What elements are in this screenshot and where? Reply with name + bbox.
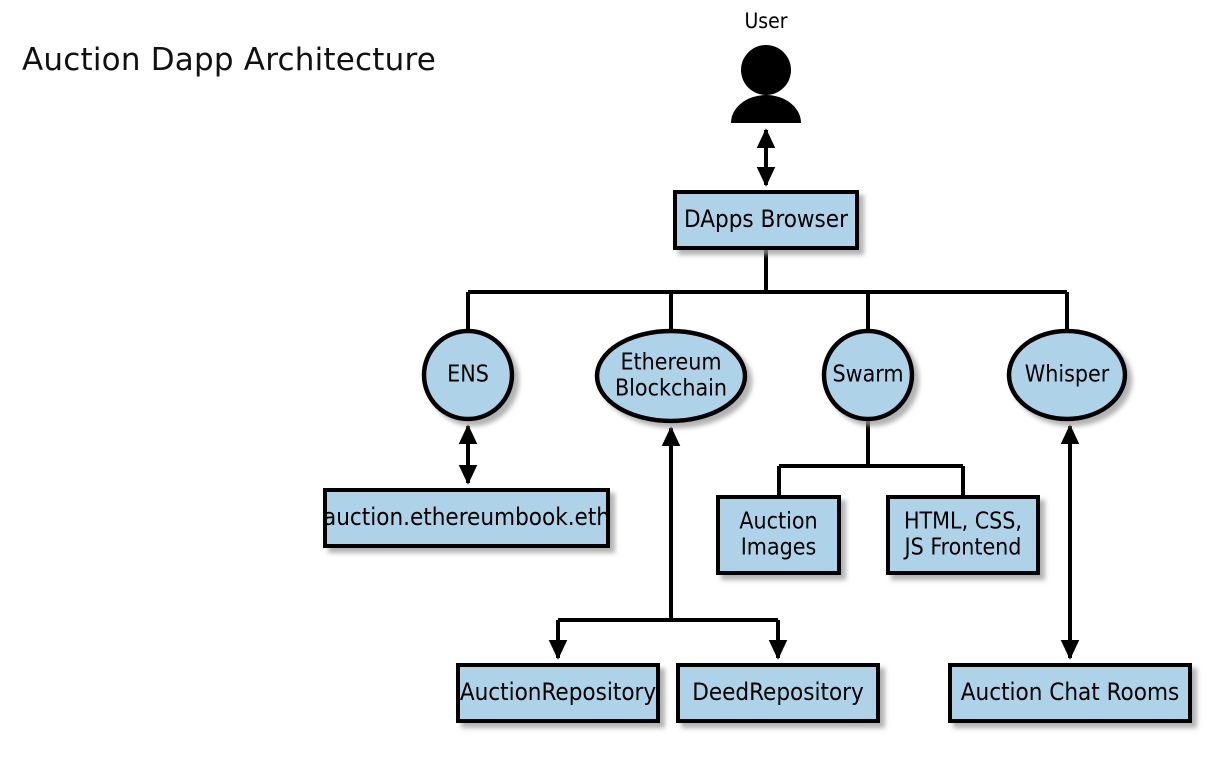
node-ens[interactable]: ENS <box>421 328 515 422</box>
user-actor: User <box>731 9 801 123</box>
auction-images-label: Images <box>741 534 817 560</box>
node-auction-chat-rooms[interactable]: Auction Chat Rooms <box>948 663 1192 723</box>
html-css-js-frontend-label: JS Frontend <box>903 534 1022 560</box>
ethereum-blockchain-label: Ethereum <box>620 350 721 376</box>
auction-images-shape <box>716 495 841 575</box>
ethereum-blockchain-shape <box>594 328 748 424</box>
user-body-icon <box>731 95 801 123</box>
html-css-js-frontend-label: HTML, CSS, <box>904 509 1022 535</box>
deed-repository-shape <box>676 663 880 723</box>
swarm-label: Swarm <box>833 362 904 388</box>
node-auction-repository[interactable]: AuctionRepository <box>456 663 660 723</box>
auction-chat-rooms-shape <box>948 663 1192 723</box>
user-actor-label: User <box>744 9 787 33</box>
auction-ethereumbook-eth-label: auction.ethereumbook.eth <box>323 503 610 531</box>
edges-layer <box>458 128 1080 660</box>
node-swarm[interactable]: Swarm <box>821 328 915 422</box>
deed-repository-label: DeedRepository <box>692 678 864 706</box>
dapps-browser-label: DApps Browser <box>684 205 848 233</box>
node-auction-ethereumbook-eth[interactable]: auction.ethereumbook.eth <box>323 488 610 548</box>
node-dapps-browser[interactable]: DApps Browser <box>673 190 859 250</box>
node-deed-repository[interactable]: DeedRepository <box>676 663 880 723</box>
whisper-label: Whisper <box>1025 362 1110 388</box>
auction-repository-label: AuctionRepository <box>460 678 657 706</box>
swarm-shape <box>821 328 915 422</box>
auction-chat-rooms-label: Auction Chat Rooms <box>961 678 1179 706</box>
ens-label: ENS <box>447 362 489 388</box>
whisper-shape <box>1006 328 1128 422</box>
ens-shape <box>421 328 515 422</box>
auction-ethereumbook-eth-shape <box>323 488 610 548</box>
dapps-browser-shape <box>673 190 859 250</box>
auction-images-label: Auction <box>739 509 817 535</box>
user-head-icon <box>741 45 791 95</box>
ethereum-blockchain-label: Blockchain <box>615 375 727 401</box>
page-title: Auction Dapp Architecture <box>22 42 436 78</box>
node-whisper[interactable]: Whisper <box>1006 328 1128 422</box>
auction-repository-shape <box>456 663 660 723</box>
html-css-js-frontend-shape <box>886 495 1040 575</box>
node-html-css-js-frontend[interactable]: HTML, CSS,JS Frontend <box>886 495 1040 575</box>
